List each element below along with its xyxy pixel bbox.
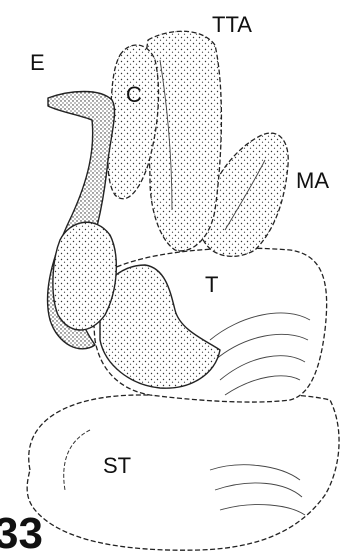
label-c: C xyxy=(126,82,142,107)
figure-number: 33 xyxy=(0,509,43,554)
label-ma: MA xyxy=(296,168,329,193)
subtegulum-structure xyxy=(27,394,339,550)
label-e: E xyxy=(30,50,45,75)
label-st: ST xyxy=(103,453,131,478)
label-tta: TTA xyxy=(212,12,252,37)
label-t: T xyxy=(205,272,218,297)
